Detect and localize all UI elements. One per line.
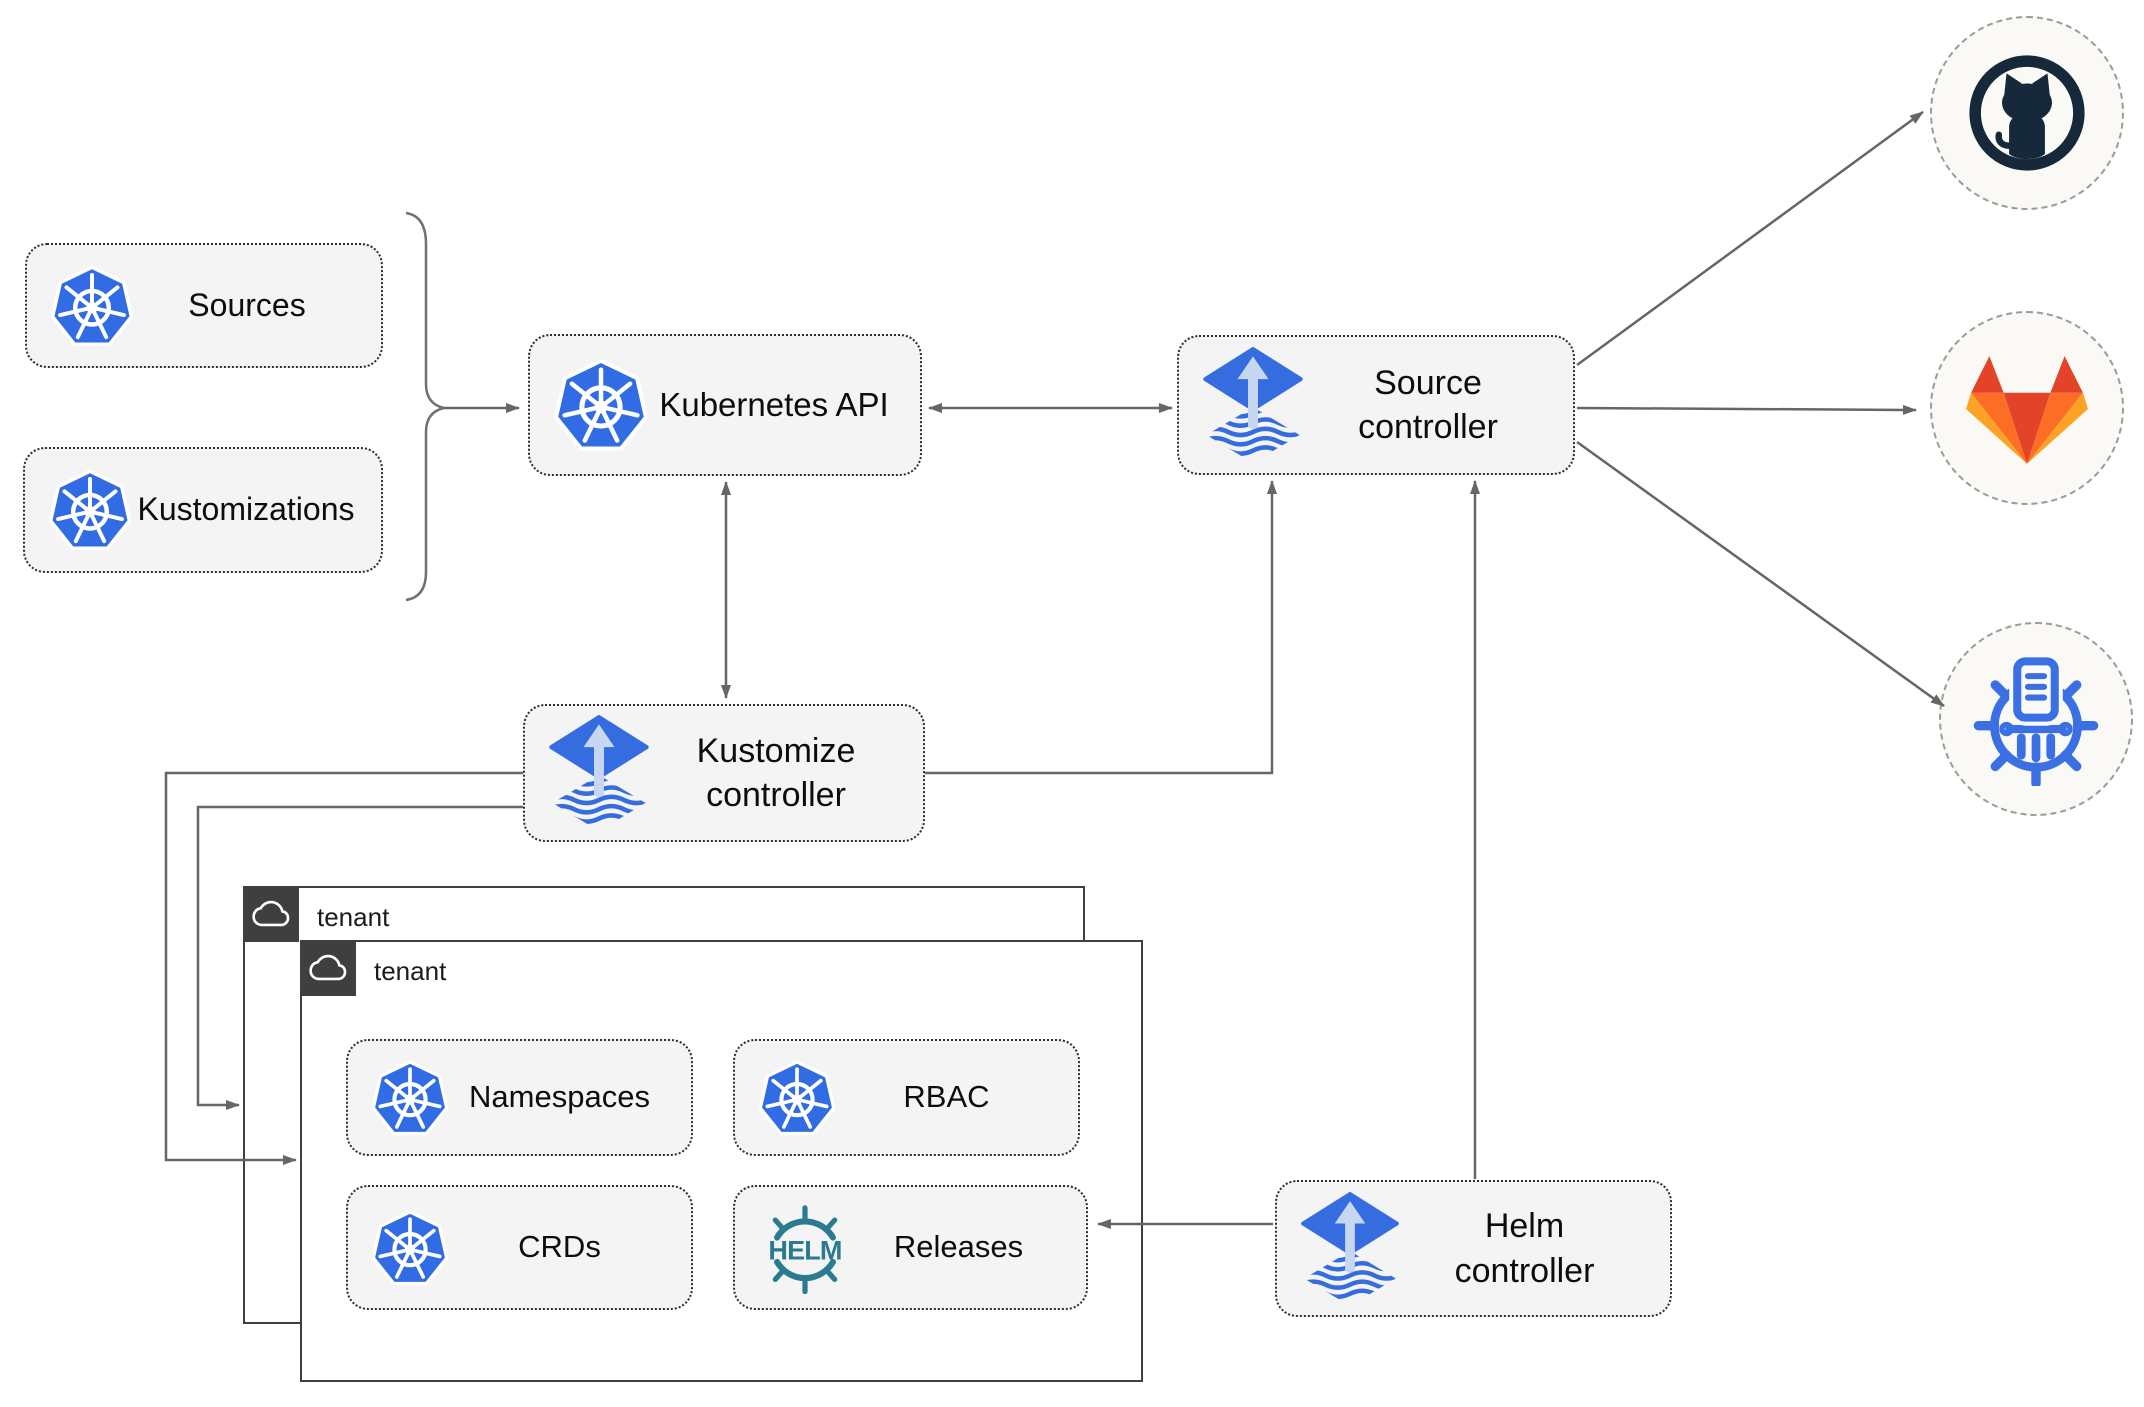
- crds-box: CRDs: [346, 1185, 693, 1310]
- kubernetes-api-box: Kubernetes API: [528, 334, 922, 476]
- github-provider-circle: [1930, 16, 2124, 210]
- kubernetes-api-label: Kubernetes API: [659, 385, 889, 423]
- kustomizations-label: Kustomizations: [137, 491, 355, 528]
- namespaces-label: Namespaces: [469, 1079, 650, 1115]
- kubernetes-icon: [370, 1208, 450, 1288]
- edge-kustomize-source: [925, 480, 1277, 775]
- github-icon: [1963, 49, 2091, 177]
- kubernetes-icon: [47, 467, 133, 553]
- source-controller-label: Source controller: [1358, 363, 1498, 446]
- rbac-label: RBAC: [903, 1079, 990, 1115]
- kubernetes-icon: [552, 356, 650, 454]
- kustomize-controller-label: Kustomize controller: [696, 731, 856, 814]
- edge-source-helmrepo: [1576, 440, 1945, 708]
- namespaces-box: Namespaces: [346, 1039, 693, 1156]
- kubernetes-icon: [370, 1058, 450, 1138]
- tenant-label: tenant: [317, 902, 390, 932]
- tenant-badge: [243, 886, 299, 942]
- tenant-box-front: tenant: [300, 940, 1143, 1382]
- cloud-icon: [252, 899, 290, 930]
- helm-wordmark: HELM: [768, 1235, 841, 1265]
- sources-label: Sources: [188, 286, 306, 323]
- flux-icon: [1299, 1192, 1401, 1306]
- helm-icon: HELM: [768, 1204, 842, 1294]
- gitlab-icon: [1966, 350, 2088, 466]
- kubernetes-icon: [49, 263, 135, 349]
- releases-label: Releases: [893, 1229, 1024, 1265]
- flux-icon: [1201, 347, 1305, 463]
- helm-controller-box: Helm controller: [1275, 1180, 1672, 1317]
- cloud-icon: [309, 953, 347, 984]
- flux-icon: [547, 715, 651, 831]
- edge-source-gitlab: [1576, 404, 1917, 415]
- kubernetes-icon: [757, 1058, 837, 1138]
- tenant-badge: [300, 940, 356, 996]
- crds-label: CRDs: [518, 1229, 601, 1265]
- kustomizations-box: Kustomizations: [23, 447, 383, 573]
- rbac-box: RBAC: [733, 1039, 1080, 1156]
- gitlab-provider-circle: [1930, 311, 2124, 505]
- tenant-label: tenant: [374, 956, 447, 986]
- kustomize-controller-box: Kustomize controller: [523, 704, 925, 842]
- releases-box: HELM Releases: [733, 1185, 1088, 1310]
- chartmuseum-icon: [1969, 652, 2103, 786]
- group-brace: [405, 211, 445, 602]
- helm-repository-provider-circle: [1939, 622, 2133, 816]
- edge-source-github: [1576, 110, 1924, 367]
- helm-controller-label: Helm controller: [1454, 1207, 1595, 1290]
- source-controller-box: Source controller: [1177, 335, 1575, 475]
- sources-box: Sources: [25, 243, 383, 368]
